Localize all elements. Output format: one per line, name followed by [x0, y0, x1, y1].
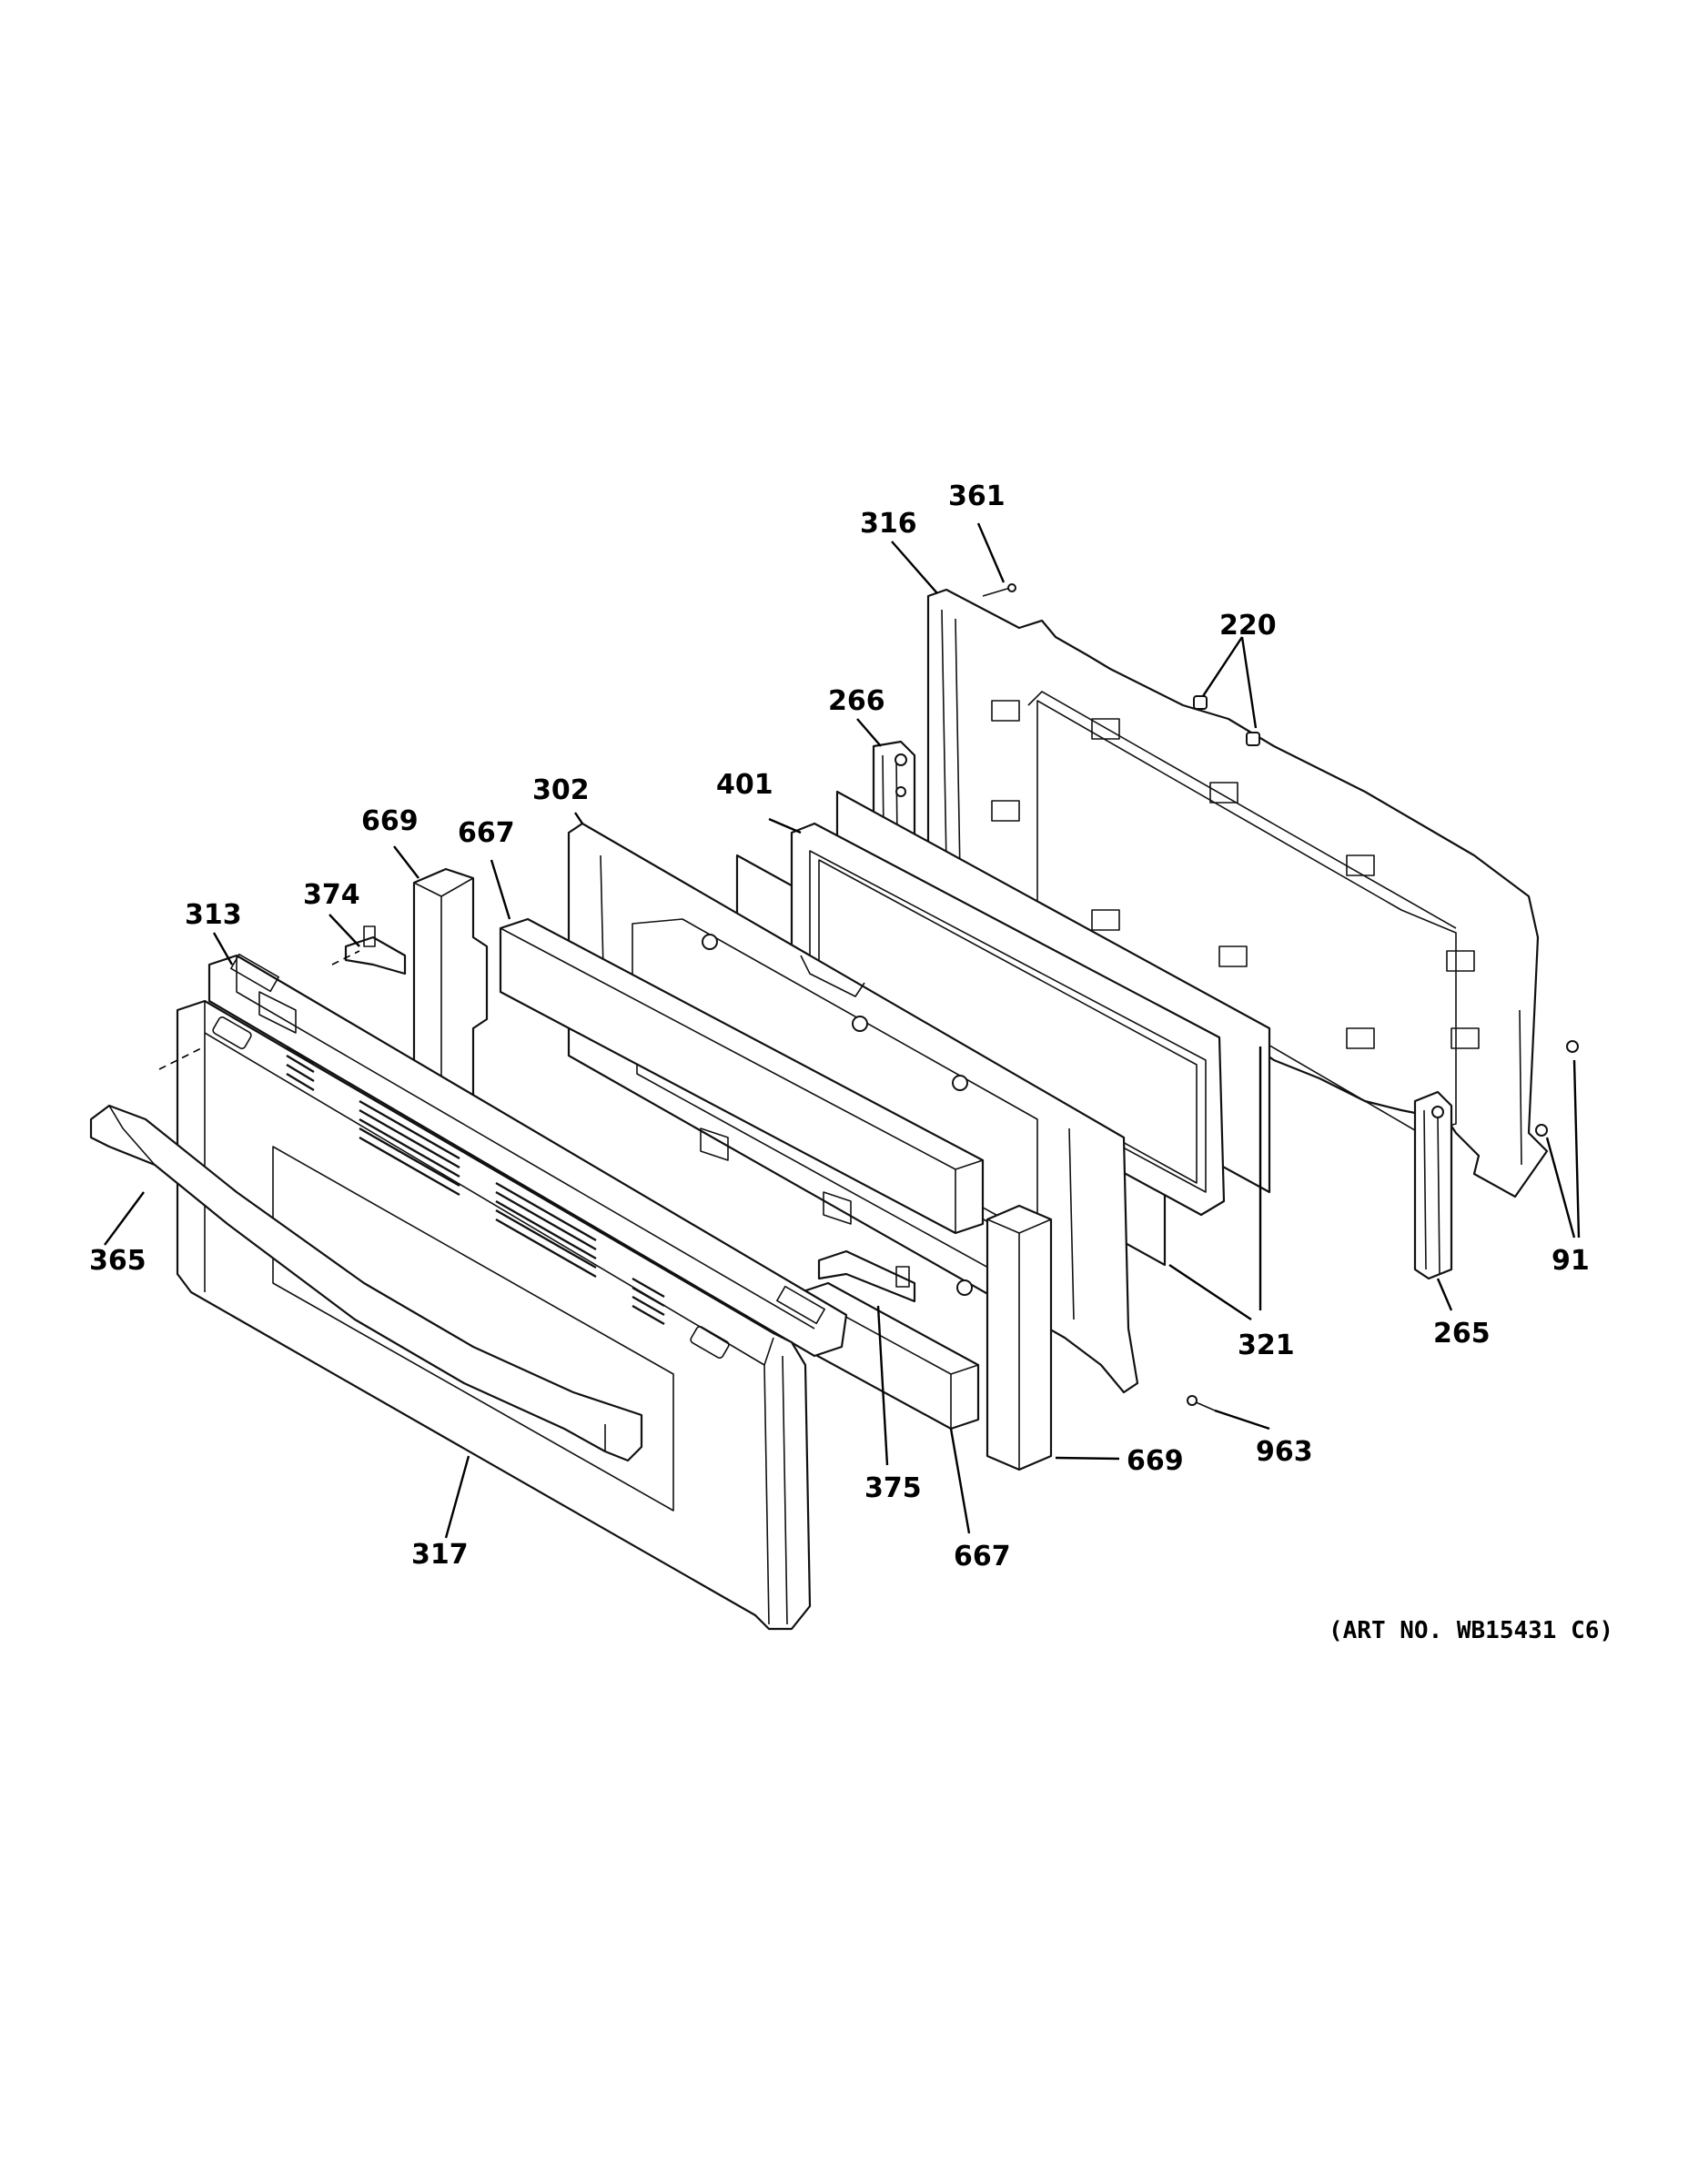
callout-375: 375: [864, 1472, 922, 1504]
callout-317: 317: [411, 1539, 469, 1571]
liner-brackets: [991, 700, 1480, 1049]
part-316-door-liner: [926, 588, 1549, 1198]
callout-91: 91: [1552, 1245, 1590, 1277]
part-361-screw: [982, 583, 1016, 597]
callout-220: 220: [1219, 610, 1277, 642]
callout-361: 361: [948, 480, 1006, 512]
door-vents: [286, 1045, 665, 1326]
callout-963: 963: [1256, 1436, 1313, 1468]
callout-374: 374: [303, 879, 360, 911]
callout-365: 365: [89, 1245, 147, 1277]
part-91-screws: [1535, 1040, 1579, 1137]
callout-667-bottom: 667: [954, 1541, 1011, 1572]
callout-321: 321: [1238, 1330, 1295, 1361]
callout-313: 313: [185, 899, 242, 931]
part-963-screw: [1187, 1395, 1216, 1411]
leader-lines: [104, 522, 1581, 1539]
callout-265: 265: [1433, 1318, 1491, 1350]
callout-316: 316: [860, 508, 917, 540]
callout-667-top: 667: [458, 817, 515, 849]
handle-mounting-guide: [158, 1046, 206, 1070]
part-317-outer-door: [176, 999, 812, 1631]
part-365-handle: [89, 1104, 643, 1462]
callout-401: 401: [716, 769, 773, 801]
part-313-top-trim: [207, 953, 848, 1358]
art-number-label: (ART NO. WB15431 C6): [1329, 1617, 1613, 1644]
bracket-mounting-guide: [331, 950, 360, 966]
callout-302: 302: [532, 774, 590, 806]
callout-669-bottom: 669: [1127, 1445, 1184, 1477]
part-667-insulation-top: [499, 917, 985, 1235]
part-265-hinge: [1413, 1090, 1453, 1280]
callout-266: 266: [828, 685, 885, 717]
callout-669-top: 669: [361, 805, 419, 837]
part-374-bracket: [344, 925, 407, 976]
part-669-side-block-right: [986, 1204, 1053, 1471]
part-220-grommets: [1193, 695, 1260, 746]
part-375-bracket: [817, 1249, 916, 1303]
callout-labels: 361 316 220 266 401 302 669 667 374 313 …: [89, 480, 1590, 1572]
